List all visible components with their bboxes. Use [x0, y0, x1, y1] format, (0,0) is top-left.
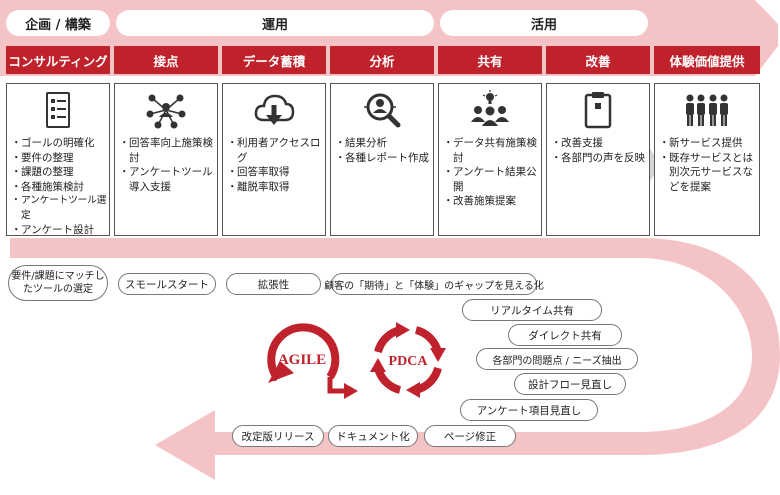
network-people-icon	[115, 90, 217, 130]
stage-sharing: 共有	[438, 46, 542, 74]
list-item: 回答率取得	[227, 165, 323, 180]
card-sharing: データ共有施策検討 アンケート結果公開 改善施策提案	[438, 83, 542, 236]
phase-operation: 運用	[116, 10, 434, 36]
phase-utilization: 活用	[440, 10, 648, 36]
tag-page-fix: ページ修正	[424, 425, 516, 447]
tag-direct-sharing: ダイレクト共有	[508, 324, 622, 346]
analysis-list: 結果分析 各種レポート作成	[335, 136, 431, 165]
checklist-icon	[7, 90, 109, 130]
experience-value-list: 新サービス提供 既存サービスとは別次元サービスなどを提案	[659, 136, 757, 194]
tag-survey-item-review: アンケート項目見直し	[460, 399, 598, 421]
list-item: 各種施策検討	[11, 180, 107, 195]
list-item: 課題の整理	[11, 165, 107, 180]
tag-tool-selection: 要件/課題にマッチしたツールの選定	[8, 265, 108, 301]
data-storage-list: 利用者アクセスログ 回答率取得 離脱率取得	[227, 136, 323, 194]
list-item: アンケートツール選定	[11, 194, 107, 223]
list-item: 新サービス提供	[659, 136, 757, 151]
list-item: 離脱率取得	[227, 180, 323, 195]
list-item: 結果分析	[335, 136, 431, 151]
card-improvement: 改善支援 各部門の声を反映	[546, 83, 650, 236]
clipboard-icon	[547, 90, 649, 130]
pdca-label: PDCA	[389, 354, 429, 369]
phase-planning: 企画 / 構築	[6, 10, 110, 36]
card-consulting: ゴールの明確化 要件の整理 課題の整理 各種施策検討 アンケートツール選定 アン…	[6, 83, 110, 236]
consulting-list: ゴールの明確化 要件の整理 課題の整理 各種施策検討 アンケートツール選定 アン…	[11, 136, 107, 238]
tag-gap-visualization: 顧客の「期待」と「体験」のギャップを見える化	[324, 273, 544, 295]
list-item: 要件の整理	[11, 151, 107, 166]
cloud-download-icon	[223, 90, 325, 130]
card-touchpoint: 回答率向上施策検討 アンケートツール導入支援	[114, 83, 218, 236]
improvement-list: 改善支援 各部門の声を反映	[551, 136, 647, 165]
stage-analysis: 分析	[330, 46, 434, 74]
stage-consulting: コンサルティング	[6, 46, 110, 74]
list-item: 改善施策提案	[443, 194, 539, 209]
stage-experience-value: 体験価値提供	[654, 46, 760, 74]
list-item: 改善支援	[551, 136, 647, 151]
list-item: アンケートツール導入支援	[119, 165, 215, 194]
list-item: アンケート設計	[11, 223, 107, 238]
touchpoint-list: 回答率向上施策検討 アンケートツール導入支援	[119, 136, 215, 194]
list-item: ゴールの明確化	[11, 136, 107, 151]
tag-small-start: スモールスタート	[118, 273, 216, 295]
list-item: 各部門の声を反映	[551, 151, 647, 166]
magnifier-person-icon	[331, 90, 433, 130]
return-loop-arrow	[10, 238, 780, 480]
card-analysis: 結果分析 各種レポート作成	[330, 83, 434, 236]
list-item: アンケート結果公開	[443, 165, 539, 194]
card-data-storage: 利用者アクセスログ 回答率取得 離脱率取得	[222, 83, 326, 236]
agile-label: AGILE	[278, 352, 326, 368]
list-item: 各種レポート作成	[335, 151, 431, 166]
tag-revised-release: 改定版リリース	[232, 425, 324, 447]
list-item: 既存サービスとは別次元サービスなどを提案	[659, 151, 757, 195]
card-experience-value: 新サービス提供 既存サービスとは別次元サービスなどを提案	[654, 83, 760, 236]
tag-scalability: 拡張性	[226, 273, 321, 295]
list-item: 利用者アクセスログ	[227, 136, 323, 165]
stage-data-storage: データ蓄積	[222, 46, 326, 74]
pdca-cycle-icon: PDCA	[366, 318, 450, 402]
tag-design-flow-review: 設計フロー見直し	[514, 373, 626, 395]
tag-issue-extraction: 各部門の問題点 / ニーズ抽出	[476, 348, 638, 370]
sharing-list: データ共有施策検討 アンケート結果公開 改善施策提案	[443, 136, 539, 209]
agile-cycle-icon: AGILE	[258, 313, 358, 403]
tag-documentation: ドキュメント化	[328, 425, 418, 447]
stage-touchpoint: 接点	[114, 46, 218, 74]
team-idea-icon	[439, 90, 541, 130]
list-item: データ共有施策検討	[443, 136, 539, 165]
list-item: 回答率向上施策検討	[119, 136, 215, 165]
tag-realtime-sharing: リアルタイム共有	[462, 299, 602, 321]
stage-improvement: 改善	[546, 46, 650, 74]
people-group-icon	[655, 90, 759, 130]
